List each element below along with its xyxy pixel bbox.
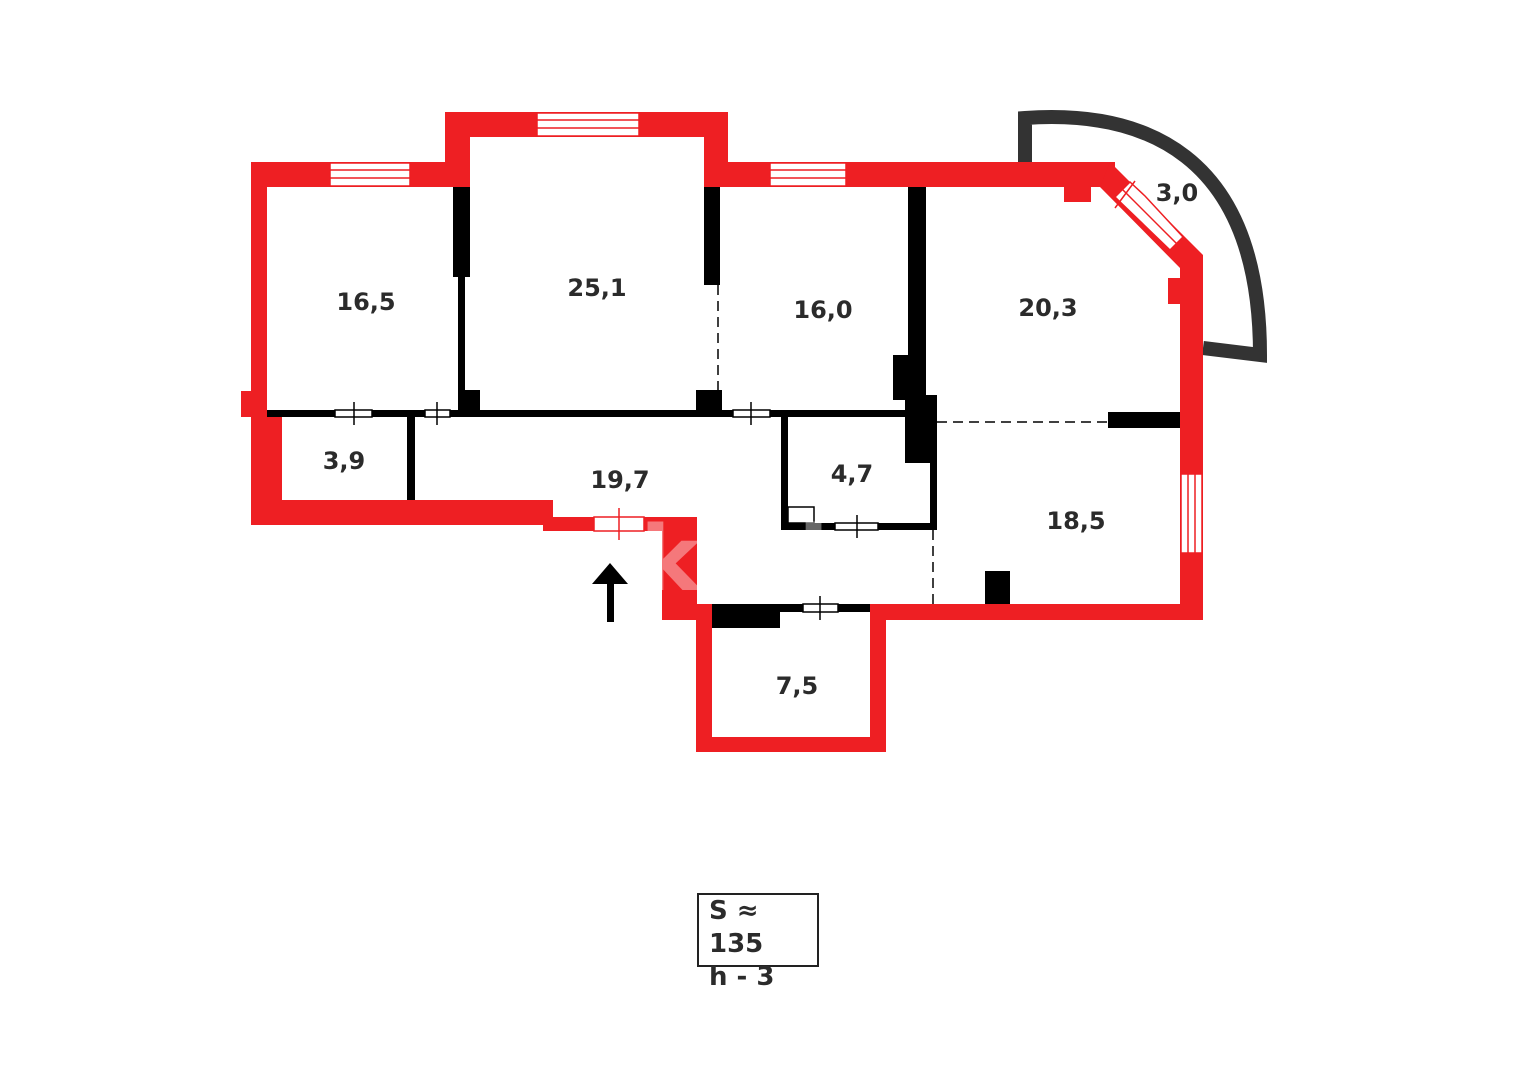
room-area-label: 4,7 (831, 460, 874, 488)
windows (329, 112, 1203, 554)
room-area-label: 16,0 (793, 296, 852, 324)
window-top-center (536, 112, 640, 137)
total-area: S ≈ 135 (709, 896, 764, 959)
room-area-label: 19,7 (590, 466, 649, 494)
entrance-arrow-icon (592, 563, 628, 622)
window-top-right (769, 162, 847, 187)
window-top-left (329, 162, 411, 187)
entrance-door (593, 508, 645, 540)
door-vestibule (802, 596, 839, 620)
bath-fixture (787, 506, 815, 524)
door-room-c (732, 402, 771, 425)
ceiling-height: h - 3 (709, 962, 775, 992)
room-area-label: 3,0 (1156, 179, 1199, 207)
balcony-door (1113, 180, 1185, 252)
watermark: kn.kz (640, 507, 910, 612)
room-area-label: 25,1 (567, 274, 626, 302)
door-bathroom (834, 515, 879, 538)
room-area-label: 3,9 (323, 447, 366, 475)
door-room-b (424, 402, 451, 425)
exterior-walls (241, 112, 1203, 752)
dashed-openings (717, 285, 1108, 604)
summary-box: S ≈ 135 h - 3 (697, 893, 819, 992)
room-area-label: 7,5 (776, 672, 819, 700)
room-area-label: 20,3 (1018, 294, 1077, 322)
door-room-a (334, 402, 373, 425)
balcony-wall (1018, 110, 1268, 363)
room-area-label: 16,5 (336, 288, 395, 316)
room-area-label: 18,5 (1046, 507, 1105, 535)
doors[interactable] (334, 402, 879, 620)
window-right (1180, 473, 1203, 554)
